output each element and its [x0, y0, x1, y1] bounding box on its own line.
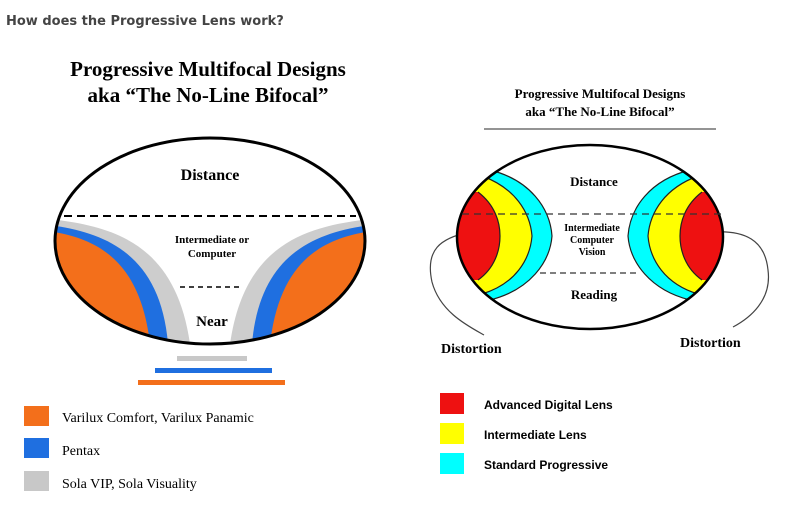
legend-label-pentax: Pentax — [62, 444, 100, 459]
right-band-outline-1 — [489, 169, 553, 301]
right-title-line2: aka “The No-Line Bifocal” — [525, 104, 674, 119]
right-legend: Advanced Digital Lens Intermediate Lens … — [440, 393, 613, 474]
left-zone-intermediate-label-2: Computer — [188, 248, 236, 260]
legend-label-standard: Standard Progressive — [484, 458, 608, 472]
left-lens: Distance Intermediate or Computer Near — [53, 136, 367, 346]
left-bar-varilux — [138, 380, 285, 385]
right-band-outline-3 — [477, 191, 501, 281]
right-band-outline-4 — [627, 169, 691, 301]
legend-label-intermediate: Intermediate Lens — [484, 428, 587, 442]
left-legend: Varilux Comfort, Varilux Panamic Pentax … — [24, 406, 254, 492]
right-frame-temple-left — [429, 231, 485, 336]
legend-swatch-sola — [24, 471, 49, 491]
left-title-line1: Progressive Multifocal Designs — [70, 57, 346, 81]
legend-swatch-intermediate — [440, 423, 464, 444]
right-zone-advanced-left — [457, 192, 500, 280]
legend-label-varilux: Varilux Comfort, Varilux Panamic — [62, 411, 254, 426]
legend-label-advanced: Advanced Digital Lens — [484, 398, 613, 412]
left-bar-pentax — [155, 368, 272, 373]
right-lens: Distance Intermediate Computer Vision Re… — [455, 143, 725, 331]
left-zone-varilux-left — [55, 230, 150, 344]
left-title-line2: aka “The No-Line Bifocal” — [88, 83, 329, 107]
right-zone-reading-label: Reading — [571, 287, 618, 302]
legend-swatch-pentax — [24, 438, 49, 458]
right-zone-intermediate-label-3: Vision — [579, 247, 606, 258]
right-zone-intermediate-label-1: Intermediate — [564, 223, 620, 234]
right-figure: Progressive Multifocal Designs aka “The … — [429, 86, 770, 474]
left-lens-outline — [53, 136, 367, 346]
page-heading: How does the Progressive Lens work? — [6, 14, 284, 29]
left-zone-near-label: Near — [196, 314, 228, 330]
right-band-outline-5 — [647, 175, 699, 295]
left-zone-distance-label: Distance — [181, 167, 240, 184]
right-band-outline-2 — [481, 175, 533, 295]
right-lens-outline — [455, 143, 725, 331]
legend-swatch-advanced — [440, 393, 464, 414]
right-zone-distance-label: Distance — [570, 174, 618, 189]
right-title-line1: Progressive Multifocal Designs — [515, 86, 686, 101]
legend-swatch-standard — [440, 453, 464, 474]
right-band-outline-6 — [679, 191, 703, 281]
legend-label-sola: Sola VIP, Sola Visuality — [62, 477, 197, 492]
right-distortion-label-right: Distortion — [680, 336, 741, 351]
left-bar-sola — [177, 356, 247, 361]
legend-swatch-varilux — [24, 406, 49, 426]
right-zone-intermediate-label-2: Computer — [570, 235, 614, 246]
right-distortion-label-left: Distortion — [441, 342, 502, 357]
left-figure: Progressive Multifocal Designs aka “The … — [24, 57, 367, 492]
left-zone-intermediate-label-1: Intermediate or — [175, 234, 249, 246]
left-zone-varilux-right — [270, 230, 365, 344]
right-frame-temple-right — [711, 231, 770, 328]
